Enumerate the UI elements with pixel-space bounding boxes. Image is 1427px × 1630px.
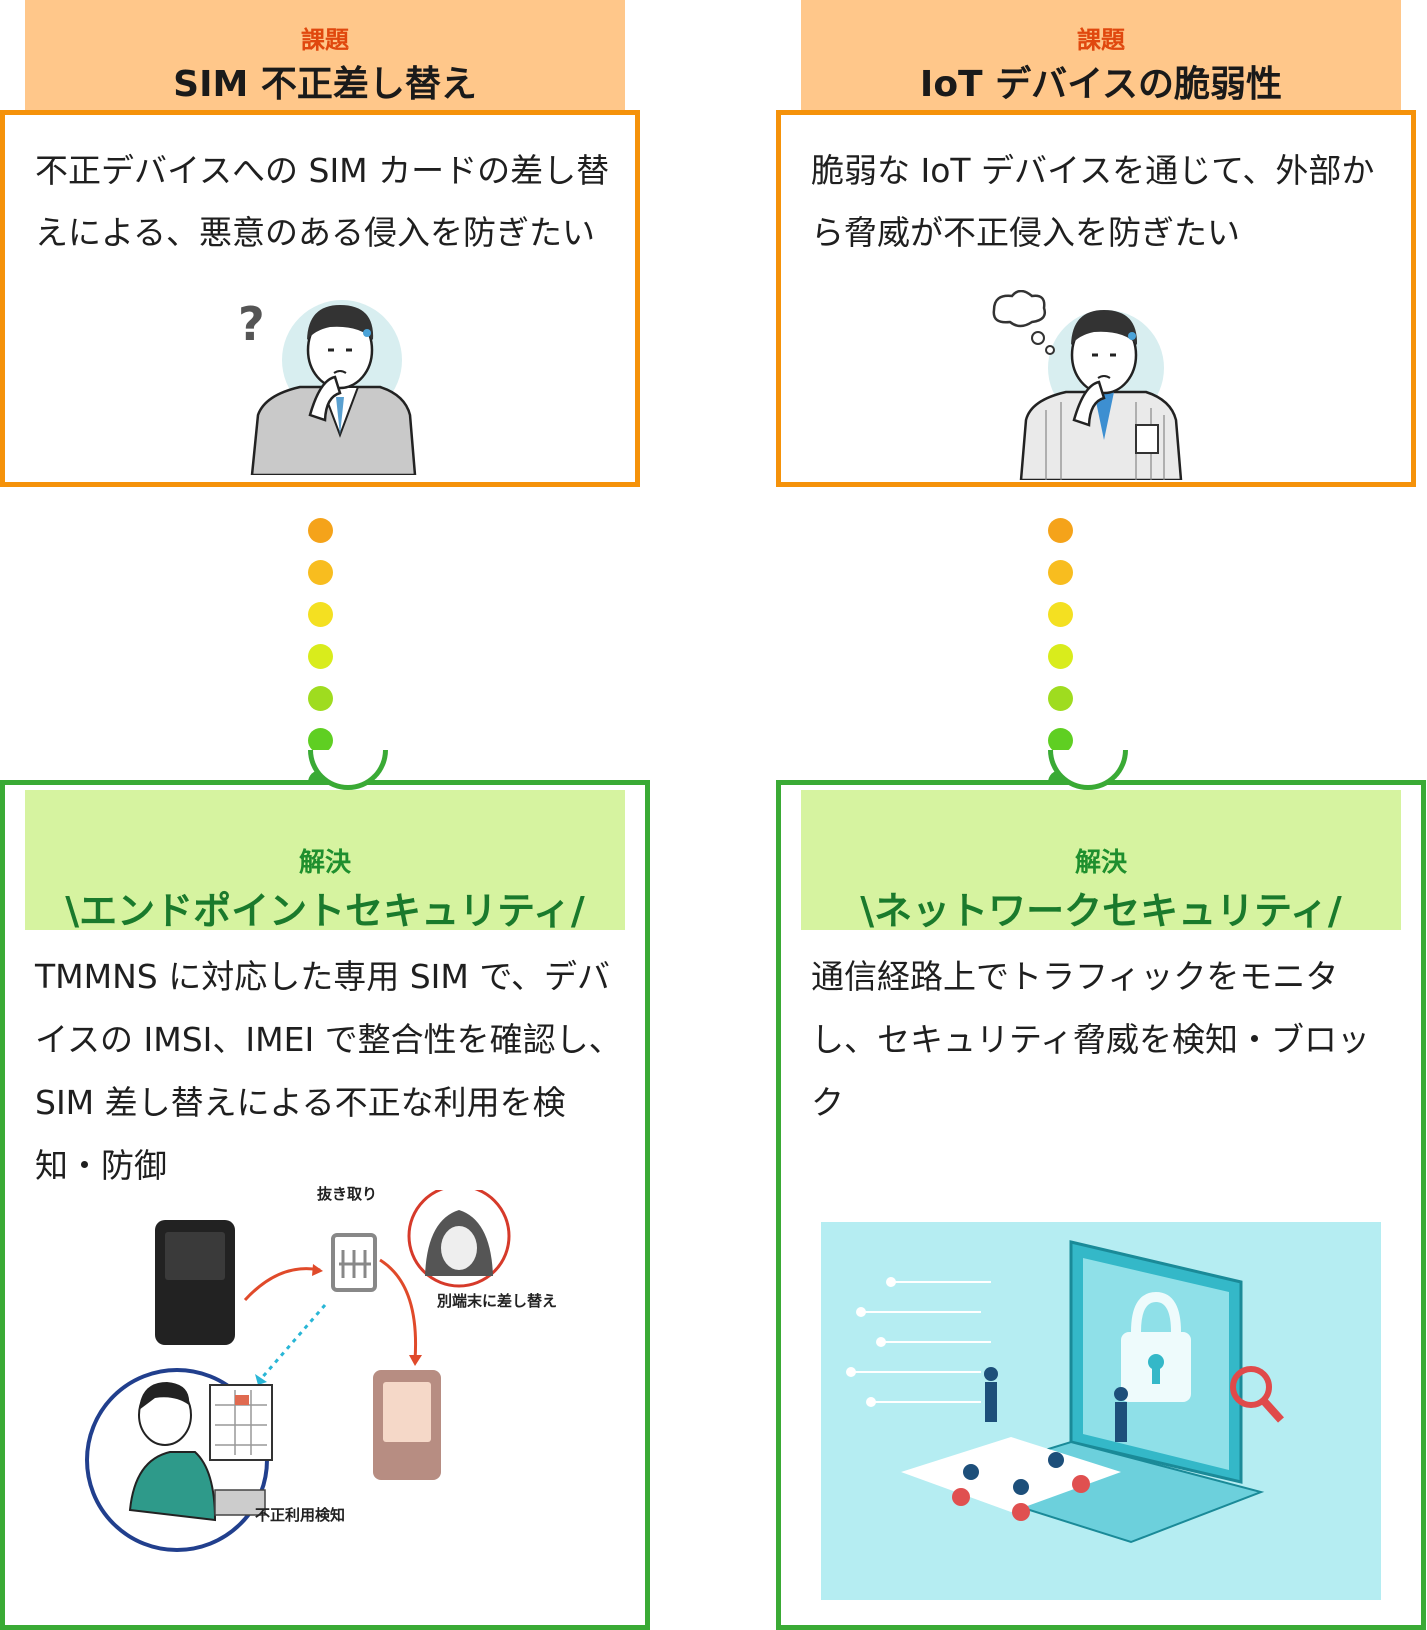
connector-dot: [308, 728, 333, 753]
magnifier-icon: [1230, 1366, 1272, 1408]
connector-dot: [1048, 686, 1073, 711]
issue-box: 不正デバイスへの SIM カードの差し替えによる、悪意のある侵入を防ぎたい ?: [0, 110, 640, 487]
worried-businessman-icon: ?: [238, 297, 417, 475]
solution-tag: 解決: [298, 848, 351, 878]
solution-box: 解決 \ネットワークセキュリティ/ 通信経路上でトラフィックをモニタし、セキュリ…: [776, 750, 1426, 1630]
connector-dot: [1048, 728, 1073, 753]
solution-title: \ネットワークセキュリティ/: [860, 889, 1342, 933]
issue-title: SIM 不正差し替え: [173, 64, 477, 105]
issue-text: 脆弱な IoT デバイスを通じて、外部から脅威が不正侵入を防ぎたい: [811, 151, 1375, 252]
issue-header: 課題 IoT デバイスの脆弱性: [801, 0, 1401, 110]
connector-dot: [1048, 644, 1073, 669]
connector-dots: [1048, 518, 1074, 812]
solution-text: TMMNS に対応した専用 SIM で、デバイスの IMSI、IMEI で整合性…: [35, 957, 622, 1185]
issue-title: IoT デバイスの脆弱性: [919, 64, 1283, 105]
solution-header: 解決 \ネットワークセキュリティ/: [801, 750, 1401, 933]
issue-tag: 課題: [301, 26, 349, 54]
connector-dot: [308, 602, 333, 627]
connector-dot: [308, 518, 333, 543]
connector-dot: [308, 644, 333, 669]
network-security-illustration: [821, 1222, 1381, 1600]
sim-swap-illustration: [85, 1190, 511, 1552]
solution-text: 通信経路上でトラフィックをモニタし、セキュリティ脅威を検知・ブロック: [811, 957, 1371, 1122]
detect-label: 不正利用検知: [255, 1506, 346, 1524]
svg-text:?: ?: [238, 297, 265, 351]
pull-out-label: 抜き取り: [317, 1185, 378, 1203]
connector-dot: [1048, 518, 1073, 543]
issue-box: 脆弱な IoT デバイスを通じて、外部から脅威が不正侵入を防ぎたい: [776, 110, 1416, 487]
connector-dot: [308, 686, 333, 711]
issue-header: 課題 SIM 不正差し替え: [25, 0, 625, 110]
solution-tag: 解決: [1074, 848, 1127, 878]
solution-header: 解決 \エンドポイントセキュリティ/: [25, 750, 625, 933]
issue-text: 不正デバイスへの SIM カードの差し替えによる、悪意のある侵入を防ぎたい: [35, 151, 610, 252]
thinking-engineer-icon: [992, 290, 1183, 480]
solution-title: \エンドポイントセキュリティ/: [65, 889, 585, 933]
connector-dot: [1048, 560, 1073, 585]
connector-notch: [308, 750, 388, 790]
connector-dot: [308, 560, 333, 585]
meeting-table-icon: [901, 1437, 1121, 1512]
solution-box: 解決 \エンドポイントセキュリティ/ TMMNS に対応した専用 SIM で、デ…: [0, 750, 650, 1630]
connector-dot: [1048, 602, 1073, 627]
connector-notch: [1048, 750, 1128, 790]
swap-label: 別端末に差し替え: [437, 1292, 558, 1310]
issue-tag: 課題: [1077, 26, 1125, 54]
